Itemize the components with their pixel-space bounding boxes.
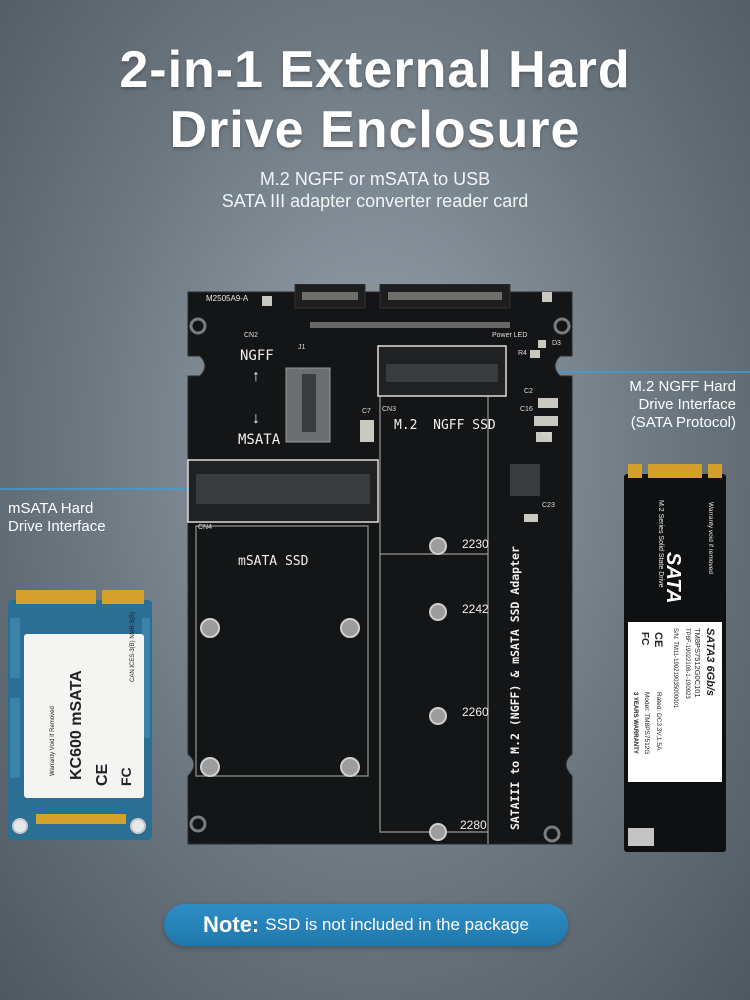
ref-c2: C2 [524,388,533,395]
msata-interface-label: mSATA Hard Drive Interface [8,500,106,536]
standoff-2242 [429,603,447,621]
ngff-label-line-3: (SATA Protocol) [630,414,736,431]
subtitle: M.2 NGFF or mSATA to USB SATA III adapte… [0,168,750,212]
m2-card-part: TM8PS7512G0C101 [693,628,702,698]
ref-cn2: CN2 [244,332,259,339]
note-prefix: Note: [203,912,260,937]
msata-card-label: KC600 mSATA Warranty Void If Removed CAN… [24,612,144,798]
m2-card-spec: SATA3 6Gb/s [704,628,716,697]
m2-ce-mark-icon: CE [652,632,664,648]
note-banner: Note: SSD is not included in the package [164,904,568,946]
title-line-1: 2-in-1 External Hard [119,41,631,99]
ref-c7: C7 [362,408,371,415]
ref-cn3: CN3 [382,406,397,413]
arrow-down-icon: ↓ [252,410,260,427]
m2-card-brand: SATA [662,552,684,604]
msata-label-line-2: Drive Interface [8,518,106,535]
ref-cn4: CN4 [198,524,213,531]
switch-slider [302,374,316,432]
m2-card-sticker: SATA3 6Gb/s TM8PS7512G0C101 TP8F-1902210… [628,622,722,782]
msata-connector [196,474,370,504]
ref-d3: D3 [552,340,561,347]
ref-c16: C16 [520,406,533,413]
m2-slot-label: M.2 NGFF SSD [394,418,496,433]
msata-card-cert: CAN ICES-3(B) NMB-3(B) [130,611,136,682]
msata-area-outline [195,525,369,777]
mount-hole [543,825,561,843]
subtitle-line-1: M.2 NGFF or mSATA to USB [259,169,491,189]
size-2242: 2242 [462,602,489,616]
m2-ssd-card: SATA M.2 Series Solid State Drive Warran… [622,462,728,854]
ngff-interface-label: M.2 NGFF Hard Drive Interface (SATA Prot… [629,378,736,432]
msata-slot-label: mSATA SSD [238,554,309,569]
board-graphic [187,284,573,845]
standoff-2280 [429,823,447,841]
fc-mark-icon: FC [118,767,134,786]
ngff-mode-label: NGFF [240,348,274,364]
msata-card-model: KC600 mSATA [68,670,85,780]
page-title: 2-in-1 External Hard Drive Enclosure [0,40,750,160]
arrow-up-icon: ↑ [252,368,260,385]
ref-r9: R9 [542,432,551,439]
ngff-label-line-1: M.2 NGFF Hard [629,378,736,395]
ref-j1: J1 [298,344,306,351]
size-2280: 2280 [460,818,487,832]
msata-label-line-1: mSATA Hard [8,500,94,517]
msata-card-warranty: Warranty Void If Removed [50,706,56,776]
adapter-board: M2505A9-A CN2 Power LED D3 R4 J1 C7 CN3 … [180,284,580,854]
ngff-label-line-2: Drive Interface [638,396,736,413]
mount-hole [553,317,571,335]
ref-power-led: Power LED [492,332,528,339]
note-text: SSD is not included in the package [265,915,529,934]
mount-hole [189,317,207,335]
ref-c23: C23 [542,502,555,509]
size-2230: 2230 [462,537,489,551]
m2-fc-mark-icon: FC [639,632,650,646]
m2-card-warranty: Warranty void if removed [707,502,714,575]
m2-connector [386,364,498,382]
standoff-2230 [429,537,447,555]
board-vertical-text: SATAIII to M.2 (NGFF) & mSATA SSD Adapte… [508,546,522,830]
m2-card-model: Model: TM8PS7512G [643,692,650,755]
m2-card-rated: Rated: DC3.3V,1.5A [655,692,662,751]
msata-mode-label: MSATA [238,432,281,448]
mount-hole [189,815,207,833]
msata-ssd-card: KC600 mSATA Warranty Void If Removed CAN… [6,588,154,844]
m2-card-years: 3 YEARS WARRANTY [632,692,638,754]
m2-card-series: M.2 Series Solid State Drive [657,500,664,588]
m2-card-tp: TP8F-19022108-1-190923 [684,628,690,699]
subtitle-line-2: SATA III adapter converter reader card [221,191,529,211]
m2-card-sn: S/N: TM11-190219035000001 [672,628,678,709]
title-line-2: Drive Enclosure [169,101,581,159]
ce-mark-icon: CE [94,763,111,786]
size-2260: 2260 [462,705,489,719]
board-model: M2505A9-A [206,294,249,303]
ref-r4: R4 [518,350,527,357]
standoff-2260 [429,707,447,725]
